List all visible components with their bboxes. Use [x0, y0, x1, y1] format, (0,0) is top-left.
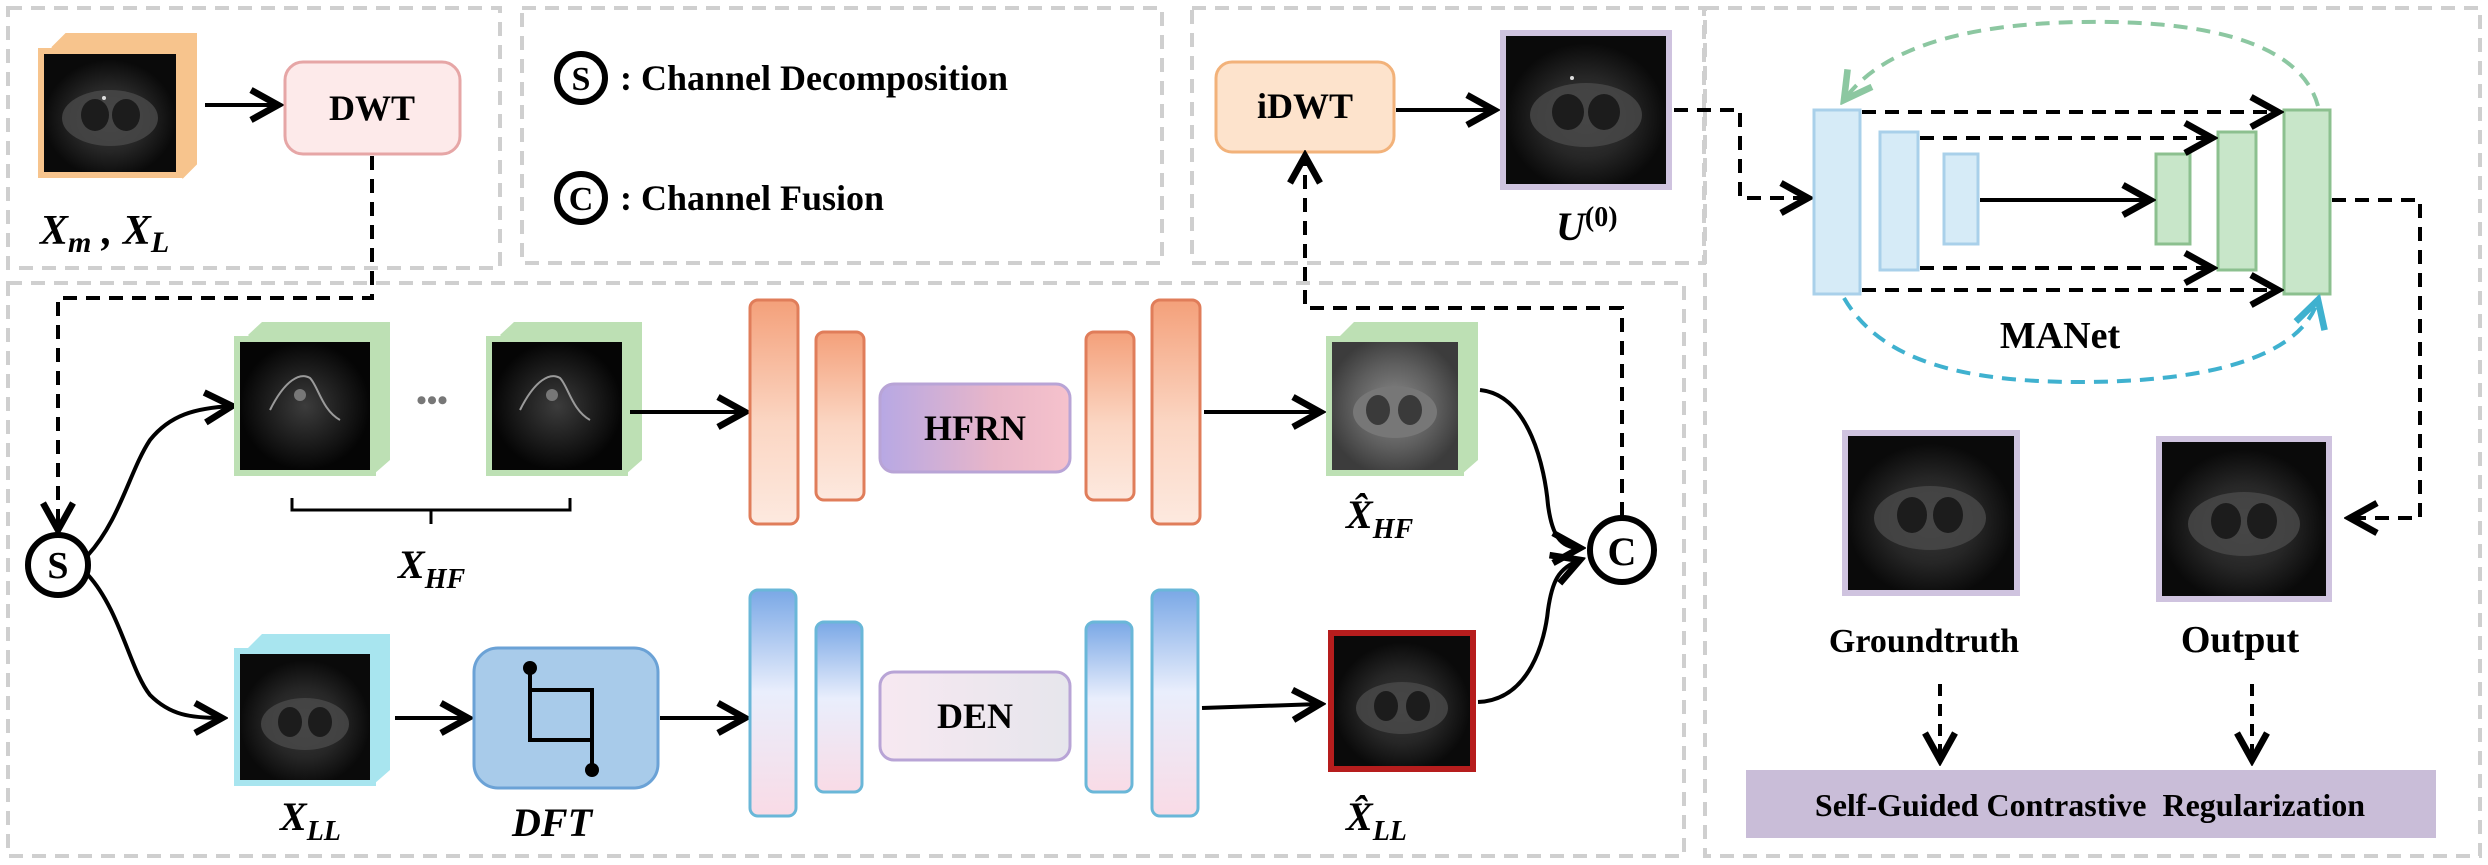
xhf-hat-sub: HF [1372, 514, 1414, 545]
dft-label: DFT [511, 800, 594, 845]
panel-idwt [1190, 6, 1706, 265]
idwt-label: iDWT [1257, 86, 1353, 126]
dwt-block [283, 60, 462, 156]
decomposition-node-letter: S [47, 545, 68, 587]
panel-legend [520, 6, 1164, 265]
decomposition-text: : Channel Decomposition [620, 58, 1008, 98]
fusion-symbol-icon [554, 171, 608, 225]
hf-image-stack-1 [234, 322, 390, 476]
groundtruth-label: Groundtruth [1829, 623, 2019, 660]
den-network [748, 588, 1200, 818]
xhf-sub: HF [424, 564, 466, 595]
arrow-s-to-ll [86, 573, 222, 718]
xll-hat-sub: LL [1372, 816, 1407, 847]
panel-frames [6, 6, 2482, 858]
arrow-u0-to-manet [1674, 108, 1808, 198]
ll-image-stack [234, 634, 390, 786]
legend-decomposition: S : Channel Decomposition [554, 51, 1008, 105]
input-image-stack [38, 33, 197, 179]
den-block [878, 670, 1072, 762]
u0-image [1500, 30, 1672, 190]
manet-label: MANet [2000, 315, 2121, 357]
hfrn-block [878, 382, 1072, 474]
xhf-hat-label: X̂HF [1344, 492, 1413, 545]
fusion-text: : Channel Fusion [620, 178, 884, 218]
input-x1: X [38, 208, 69, 254]
fusion-node-icon [1587, 515, 1657, 585]
xll-hat-image [1328, 630, 1476, 772]
output-label: Output [2181, 619, 2300, 661]
output-image [2156, 436, 2332, 602]
xhf-main: X [396, 542, 426, 587]
hfrn-network [748, 298, 1202, 526]
u-sup: (0) [1585, 202, 1618, 233]
manet-network [1812, 19, 2332, 385]
dft-icon [523, 661, 599, 777]
xll-sub: LL [306, 816, 341, 847]
dft-block [472, 646, 660, 790]
input-x2: X [121, 208, 152, 254]
xhf-label: XHF [396, 542, 465, 595]
arrow-den-to-xllhat [1201, 704, 1320, 708]
xll-hat-main: X̂ [1344, 794, 1374, 839]
arrow-fusion-to-idwt [1305, 156, 1624, 516]
arrow-xhfhat-to-fusion [1479, 388, 1580, 548]
u-main: U [1556, 204, 1587, 249]
arrow-dwt-decomposition [58, 156, 374, 530]
arrow-xllhat-to-fusion [1477, 560, 1580, 704]
hfrn-label: HFRN [924, 408, 1026, 448]
decomposition-symbol-icon [554, 51, 608, 105]
panel-main [6, 281, 1686, 858]
hf-ellipsis: ••• [416, 384, 448, 417]
fusion-symbol-letter: C [569, 181, 594, 218]
dwt-label: DWT [329, 88, 415, 128]
input-sep: , [91, 208, 123, 254]
decomposition-node-icon [25, 532, 91, 598]
legend-fusion: C : Channel Fusion [554, 171, 884, 225]
u0-label: U(0) [1556, 202, 1618, 249]
decomposition-symbol-letter: S [572, 61, 591, 98]
xll-hat-label: X̂LL [1344, 794, 1407, 847]
xll-main: X [278, 794, 308, 839]
fusion-node-letter: C [1608, 529, 1637, 574]
xhf-hat-main: X̂ [1344, 492, 1374, 537]
xll-label: XLL [278, 794, 341, 847]
panel-manet [1703, 6, 2482, 858]
regularization-bar [1746, 770, 2436, 838]
regularization-label: Self-Guided Contrastive Regularization [1815, 787, 2365, 823]
arrow-manet-to-output [2332, 198, 2422, 518]
hf-brace [290, 498, 572, 524]
input-label: Xm , XL [38, 208, 169, 259]
input-sub1: m [68, 226, 91, 259]
panel-input [6, 6, 502, 270]
xhf-hat-image [1326, 322, 1478, 476]
groundtruth-image [1842, 430, 2020, 596]
input-sub2: L [150, 226, 169, 259]
den-label: DEN [937, 696, 1013, 736]
arrow-s-to-hf [86, 406, 232, 557]
hf-image-stack-2 [486, 322, 642, 476]
